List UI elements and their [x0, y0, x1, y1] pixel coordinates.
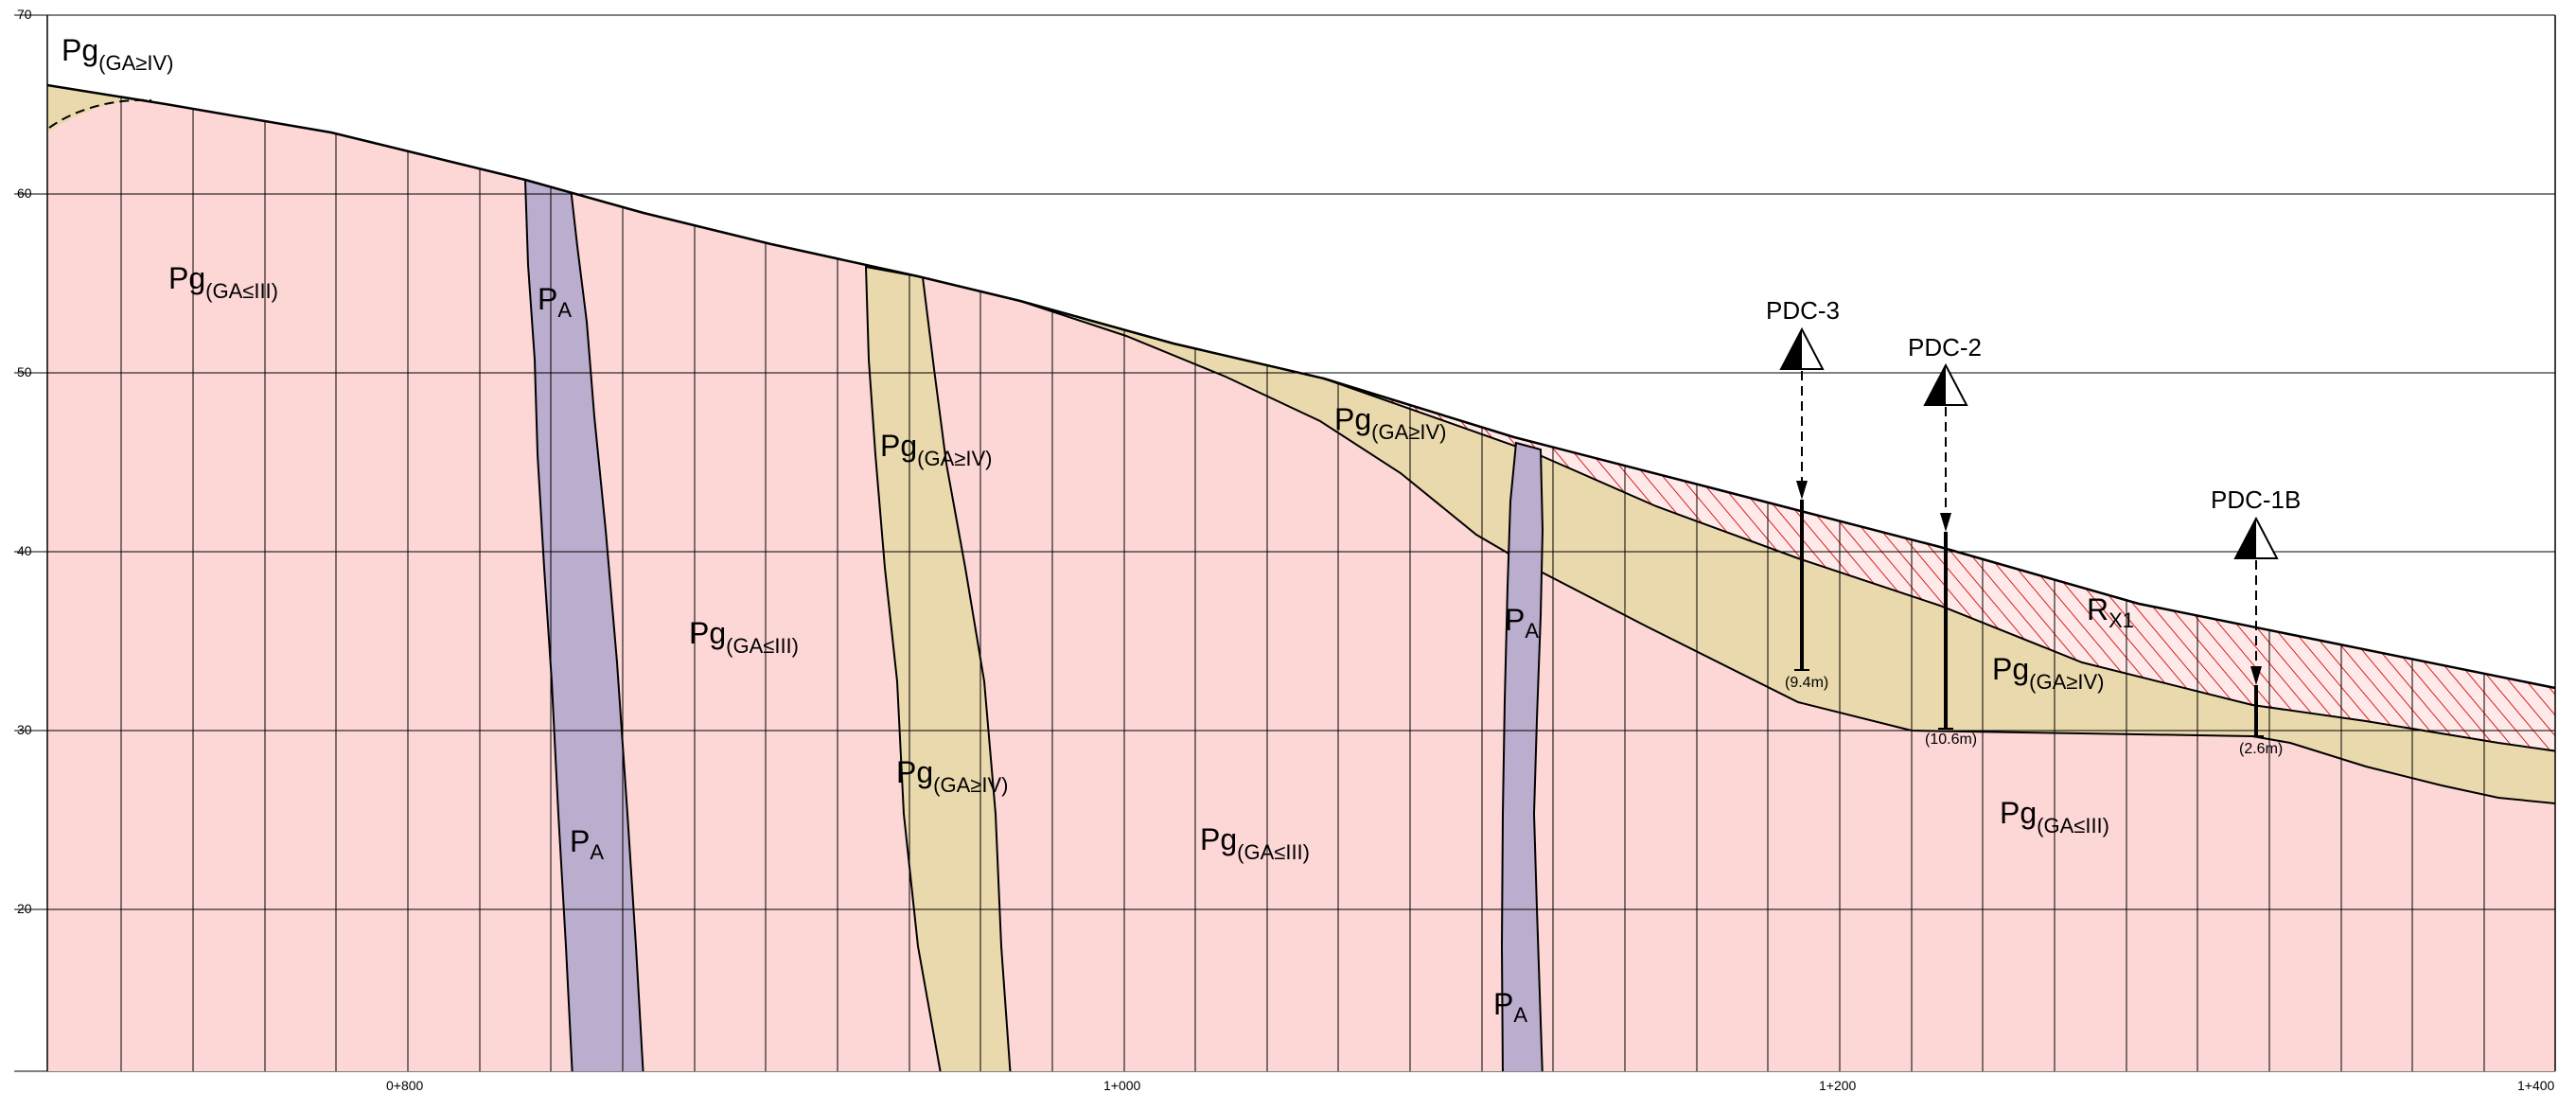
borehole-pdc-1b: PDC-1B (2.6m) [2211, 485, 2301, 757]
weathered-band-centre [864, 265, 1013, 1071]
unit-label: Pg(GA≤III) [168, 261, 278, 303]
aplite-dyke-left [523, 178, 645, 1071]
unit-label: RX1 [2087, 592, 2134, 632]
chainage-axis: 0+800 1+000 1+200 1+400 [386, 1078, 2555, 1093]
unit-label: Pg(GA≤III) [1200, 822, 1310, 864]
chainage-label: 1+200 [1819, 1078, 1857, 1093]
borehole-flag-fill [1781, 329, 1802, 369]
borehole-arrow-icon [1796, 481, 1808, 500]
unit-label: Pg(GA≥IV) [1334, 402, 1446, 444]
unit-label: Pg(GA≥IV) [880, 429, 992, 470]
unit-labels: Pg(GA≥IV) Pg(GA≤III) PA Pg(GA≥IV) Pg(GA≤… [62, 33, 2134, 1027]
ground-surface [46, 83, 2556, 690]
unit-label: PA [1493, 987, 1527, 1027]
granite-sound-body [47, 85, 2555, 1071]
elevation-label: 50 [17, 364, 32, 379]
borehole-name: PDC-3 [1766, 296, 1840, 325]
borehole-flag-fill [2235, 519, 2256, 558]
chainage-label: 1+400 [2517, 1078, 2555, 1093]
borehole-flag-fill [1925, 365, 1946, 405]
borehole-depth: (9.4m) [1785, 675, 1828, 691]
elevation-label: 30 [17, 722, 32, 737]
borehole-pdc-2: PDC-2 (10.6m) [1908, 333, 1982, 748]
weathered-cap-left [47, 85, 151, 132]
unit-label: PA [538, 282, 572, 322]
subsurface-units [47, 85, 2555, 1071]
borehole-depth: (2.6m) [2239, 741, 2283, 757]
chainage-label: 1+000 [1103, 1078, 1141, 1093]
unit-label: Pg(GA≥IV) [896, 755, 1008, 797]
borehole-name: PDC-1B [2211, 485, 2301, 514]
borehole-arrow-icon [2250, 666, 2262, 685]
chainage-label: 0+800 [386, 1078, 424, 1093]
elevation-label: 70 [17, 7, 32, 22]
elevation-axis: 70 60 50 40 30 20 [17, 7, 32, 916]
unit-label: Pg(GA≥IV) [1992, 652, 2104, 694]
unit-label: Pg(GA≤III) [2000, 796, 2109, 837]
borehole-name: PDC-2 [1908, 333, 1982, 361]
borehole-depth: (10.6m) [1925, 732, 1977, 748]
borehole-arrow-icon [1940, 513, 1951, 532]
elevation-label: 60 [17, 185, 32, 201]
borehole-pdc-3: PDC-3 (9.4m) [1766, 296, 1840, 691]
unit-label: PA [570, 824, 604, 864]
unit-label: Pg(GA≥IV) [62, 33, 173, 75]
aplite-dyke-right [1500, 441, 1544, 1071]
unit-label: Pg(GA≤III) [689, 616, 799, 658]
unit-label: PA [1505, 603, 1539, 643]
elevation-label: 20 [17, 901, 32, 916]
elevation-label: 40 [17, 543, 32, 558]
